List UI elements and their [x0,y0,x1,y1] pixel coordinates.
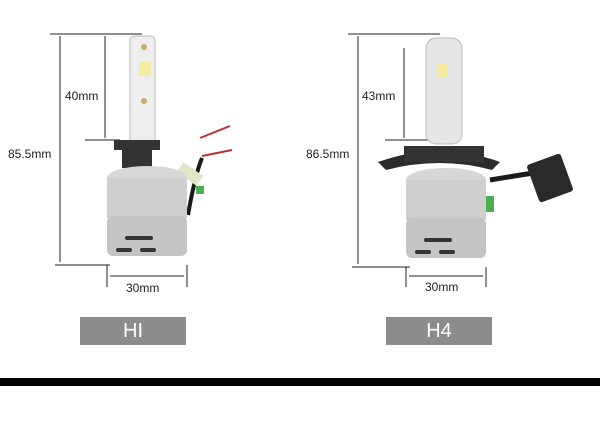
h4-bulb [378,37,573,258]
h1-emitter-height-label: 40mm [65,89,99,103]
h1-badge: HI [80,317,186,345]
h1-dimension-lines [50,33,188,287]
h4-dimension-lines [348,33,487,287]
h1-width-label: 30mm [126,281,160,295]
h1-total-height-label: 85.5mm [8,147,52,161]
h4-emitter-height-label: 43mm [362,89,396,103]
h4-badge: H4 [386,317,492,345]
h4-total-height-label: 86.5mm [306,147,350,161]
divider-bar [0,378,600,386]
h4-width-label: 30mm [425,280,459,294]
h1-bulb [107,35,233,256]
